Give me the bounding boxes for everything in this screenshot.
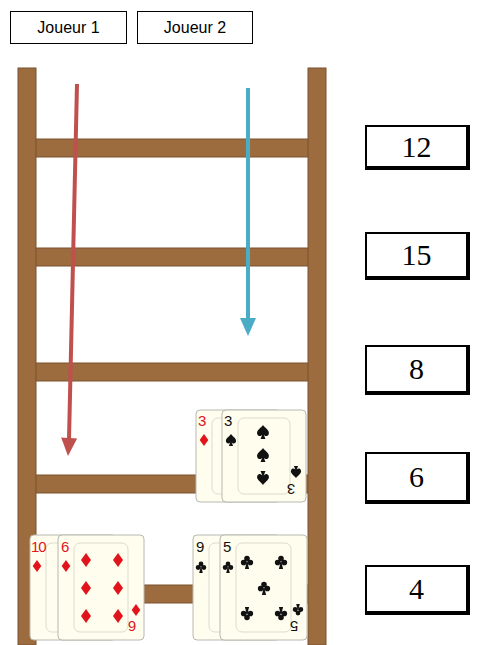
score-number: 6 xyxy=(409,460,424,494)
score-number: 4 xyxy=(409,572,424,606)
score-box: 15 xyxy=(365,232,470,280)
ladder-rail xyxy=(308,68,326,645)
score-box: 4 xyxy=(365,565,470,615)
player-name: Joueur 1 xyxy=(37,19,99,37)
suit-symbol xyxy=(257,471,269,485)
score-number: 15 xyxy=(402,238,432,272)
suit-symbol xyxy=(258,582,270,595)
suit-symbol xyxy=(275,556,287,569)
playing-card xyxy=(58,535,144,640)
suit-symbol xyxy=(200,434,209,446)
suit-symbol xyxy=(113,581,123,595)
suit-symbol xyxy=(113,609,123,623)
suit-symbol xyxy=(226,434,236,446)
player-arrow xyxy=(240,88,256,336)
player-name: Joueur 2 xyxy=(164,19,226,37)
suit-symbol xyxy=(291,466,301,478)
playing-card xyxy=(220,535,307,640)
suit-symbol xyxy=(293,604,304,615)
suit-symbol xyxy=(275,607,287,620)
suit-symbol xyxy=(81,581,91,595)
card-rank: 10 xyxy=(31,539,46,554)
card-rank: 9 xyxy=(196,539,204,554)
suit-symbol xyxy=(196,562,207,573)
card-rank: 3 xyxy=(198,413,206,428)
card-rank: 5 xyxy=(290,619,298,634)
ladder-rung xyxy=(34,363,310,381)
suit-symbol xyxy=(241,607,253,620)
player-arrow xyxy=(61,84,77,456)
card-rank: 6 xyxy=(61,539,69,554)
score-number: 8 xyxy=(409,352,424,386)
suit-symbol xyxy=(241,556,253,569)
score-number: 12 xyxy=(402,130,432,164)
score-box: 8 xyxy=(365,345,470,395)
suit-symbol xyxy=(33,560,42,572)
player-box: Joueur 2 xyxy=(137,11,253,44)
suit-symbol xyxy=(257,448,269,462)
suit-symbol xyxy=(62,560,71,572)
card-rank: 6 xyxy=(128,619,136,634)
card-rank: 3 xyxy=(287,482,295,497)
score-box: 6 xyxy=(365,452,470,504)
suit-symbol xyxy=(257,425,269,439)
suit-symbol xyxy=(223,562,234,573)
suit-symbol xyxy=(81,553,91,567)
suit-symbol xyxy=(113,553,123,567)
ladder-rung xyxy=(34,248,310,266)
playing-card xyxy=(222,410,306,502)
suit-symbol xyxy=(132,604,141,616)
card-rank: 5 xyxy=(223,539,231,554)
card-rank: 3 xyxy=(224,413,232,428)
player-box: Joueur 1 xyxy=(10,11,127,44)
suit-symbol xyxy=(81,609,91,623)
score-box: 12 xyxy=(365,125,470,170)
